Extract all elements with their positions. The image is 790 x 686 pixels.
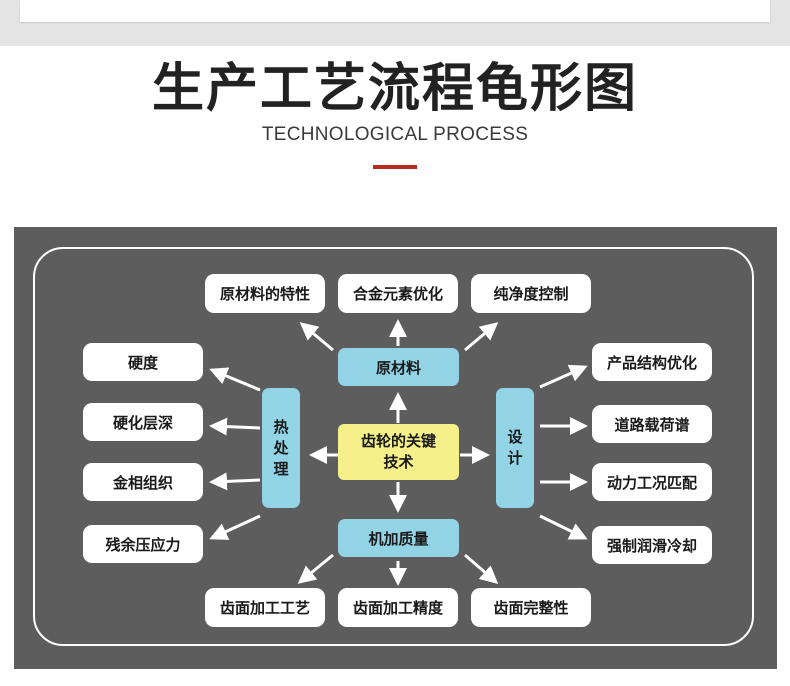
center-line-2: 技术 <box>383 453 414 471</box>
title-underline <box>373 165 417 169</box>
hub-heat-treatment: 热 处 理 <box>262 388 300 508</box>
hub-heat-char-3: 理 <box>273 459 289 478</box>
design-item-4: 强制润滑冷却 <box>592 526 712 564</box>
hub-design-char-1: 设 <box>507 428 523 446</box>
raw-material-item-1: 原材料的特性 <box>205 274 325 313</box>
center-line-1: 齿轮的关键 <box>360 432 436 450</box>
page-title: 生产工艺流程龟形图 <box>151 59 638 119</box>
heat-item-4: 残余压应力 <box>83 525 203 563</box>
arrow-mach-3 <box>464 553 499 584</box>
arrow-heat-3 <box>209 472 261 491</box>
design-item-2: 道路载荷谱 <box>592 405 712 443</box>
hub-machining-quality: 机加质量 <box>338 519 459 557</box>
hub-design: 设 计 <box>496 388 534 508</box>
top-band <box>0 0 790 46</box>
page-subtitle: TECHNOLOGICAL PROCESS <box>261 124 529 145</box>
arrow-raw-3 <box>464 322 499 352</box>
design-item-3: 动力工况匹配 <box>592 463 712 501</box>
raw-material-item-2: 合金元素优化 <box>338 274 458 313</box>
arrow-heat-4 <box>209 514 261 540</box>
heat-item-3: 金相组织 <box>83 463 203 501</box>
heat-item-2: 硬化层深 <box>83 403 203 441</box>
hub-design-char-2: 计 <box>507 449 523 467</box>
machining-item-1: 齿面加工工艺 <box>205 588 325 627</box>
design-item-1: 产品结构优化 <box>592 343 712 381</box>
heat-item-1: 硬度 <box>83 343 203 381</box>
arrow-design-4 <box>539 514 588 540</box>
arrow-mach-1 <box>297 553 334 584</box>
arrow-raw-1 <box>299 322 334 352</box>
hub-raw-material: 原材料 <box>338 348 459 386</box>
arrow-heat-1 <box>209 367 261 392</box>
hub-heat-char-2: 处 <box>273 438 289 457</box>
hub-heat-char-1: 热 <box>273 417 289 436</box>
arrow-design-1 <box>539 364 588 389</box>
top-card <box>20 0 770 22</box>
machining-item-3: 齿面完整性 <box>471 588 591 627</box>
center-node: 齿轮的关键 技术 <box>338 424 459 480</box>
diagram-frame <box>33 247 754 646</box>
raw-material-item-3: 纯净度控制 <box>471 274 591 313</box>
machining-item-2: 齿面加工精度 <box>338 588 458 627</box>
arrow-heat-2 <box>209 417 261 436</box>
